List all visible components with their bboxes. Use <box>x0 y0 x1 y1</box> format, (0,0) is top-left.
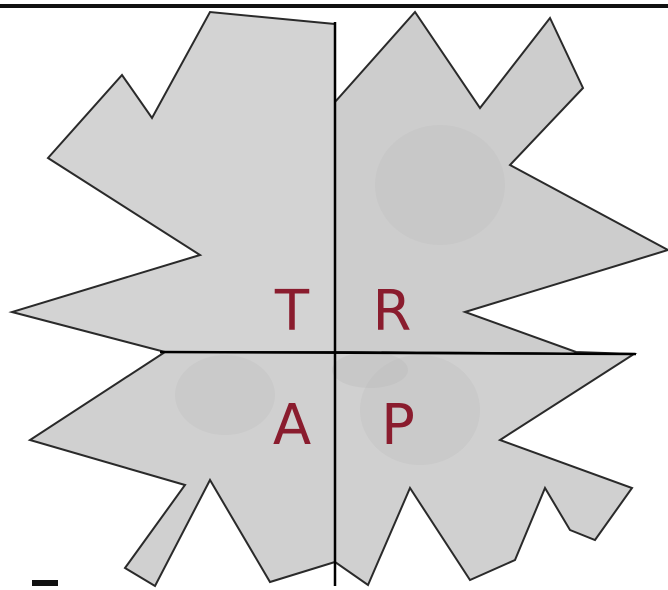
label-top-left: T <box>274 279 310 344</box>
shade-blob <box>375 125 505 245</box>
shade-blob <box>332 352 408 388</box>
shade-blob <box>175 355 275 435</box>
label-top-right: R <box>373 279 412 344</box>
label-bottom-right: P <box>381 393 415 458</box>
label-bottom-left: A <box>273 393 311 458</box>
corner-mark <box>32 580 58 586</box>
